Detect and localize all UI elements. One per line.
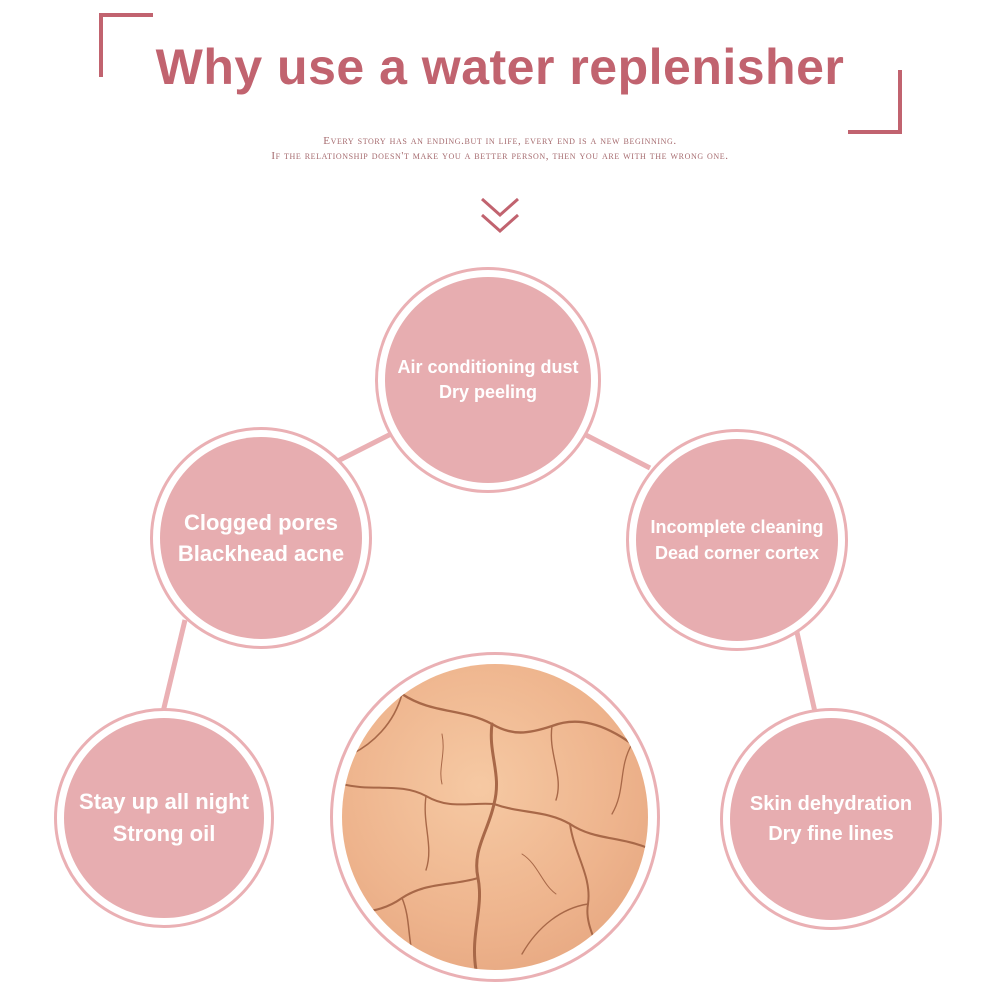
title-bracket-bottom-right xyxy=(848,70,902,134)
subtitle-line-1: Every story has an ending.but in life, e… xyxy=(323,135,677,147)
cracked-skin-image xyxy=(342,664,648,970)
subtitle-line-2: If the relationship doesn't make you a b… xyxy=(271,150,729,162)
circle-lower-left-line-1: Stay up all night xyxy=(79,789,249,814)
circle-top: Air conditioning dust Dry peeling xyxy=(385,277,591,483)
circle-lower-left: Stay up all night Strong oil xyxy=(64,718,264,918)
circle-upper-left-line-2: Blackhead acne xyxy=(177,541,345,566)
circle-top-line-2: Dry peeling xyxy=(438,382,538,402)
circle-upper-right-line-2: Dead corner cortex xyxy=(654,543,820,563)
circle-lower-right: Skin dehydration Dry fine lines xyxy=(730,718,932,920)
circle-upper-right: Incomplete cleaning Dead corner cortex xyxy=(636,439,838,641)
circle-upper-left: Clogged pores Blackhead acne xyxy=(160,437,362,639)
double-chevron-down-icon xyxy=(481,197,519,234)
circle-upper-right-line-1: Incomplete cleaning xyxy=(650,517,824,537)
circle-upper-left-line-1: Clogged pores xyxy=(183,510,338,535)
circle-lower-left-line-2: Strong oil xyxy=(112,821,216,846)
circle-lower-right-line-2: Dry fine lines xyxy=(768,823,894,845)
circle-top-line-1: Air conditioning dust xyxy=(397,357,579,377)
title-bracket-top-left xyxy=(99,13,153,77)
circle-lower-right-line-1: Skin dehydration xyxy=(749,793,913,815)
page-title: Why use a water replenisher xyxy=(155,39,845,95)
